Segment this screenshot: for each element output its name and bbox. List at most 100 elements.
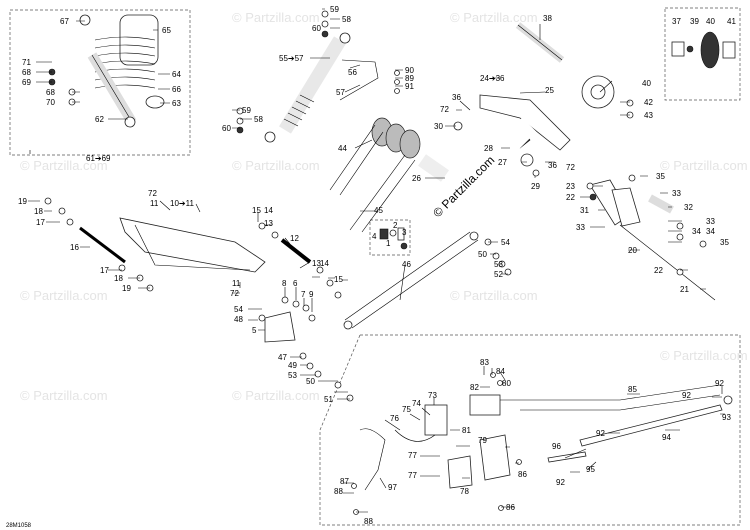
watermark-text: © Partzilla.com <box>450 10 538 25</box>
cross-shaft-rods <box>329 124 416 233</box>
label-71: 71 <box>22 58 31 67</box>
spring-adjuster[interactable] <box>145 95 165 109</box>
label-24-36: 24➔36 <box>480 74 505 83</box>
end-cap <box>723 395 733 405</box>
label-83: 83 <box>480 358 489 367</box>
washer <box>321 20 329 28</box>
label-79: 79 <box>478 436 487 445</box>
label-93: 93 <box>722 413 731 422</box>
bolt <box>626 99 634 107</box>
label-72c: 72 <box>148 189 157 198</box>
pivot-plate[interactable] <box>611 187 641 227</box>
shock-eyelet-top[interactable] <box>339 32 351 44</box>
rail-94[interactable] <box>579 404 723 447</box>
rear-arm[interactable] <box>479 94 571 151</box>
label-69: 69 <box>22 78 31 87</box>
label-64: 64 <box>172 70 181 79</box>
label-15a: 15 <box>252 206 261 215</box>
bolt <box>628 174 636 182</box>
bracket[interactable] <box>469 394 501 416</box>
bushing <box>379 228 389 240</box>
label-68b: 68 <box>46 88 55 97</box>
label-76: 76 <box>390 414 399 423</box>
label-28: 28 <box>484 144 493 153</box>
front-arm[interactable] <box>119 217 266 273</box>
label-77b: 77 <box>408 471 417 480</box>
brand-text: © Partzilla.com <box>430 153 497 220</box>
washer <box>532 169 540 177</box>
accessory-group-box <box>319 334 741 526</box>
label-22b: 22 <box>654 266 663 275</box>
label-58a: 58 <box>342 15 351 24</box>
label-70: 70 <box>46 98 55 107</box>
label-57: 57 <box>336 88 345 97</box>
harness[interactable] <box>359 428 436 491</box>
bracket-lower[interactable] <box>447 455 473 489</box>
accessory-assembly <box>351 372 733 515</box>
watermark-text: © Partzilla.com <box>660 348 748 363</box>
label-88b: 88 <box>364 517 373 526</box>
label-33c: 33 <box>706 217 715 226</box>
bolt <box>44 197 52 205</box>
idler-wheel-detail[interactable] <box>700 31 720 69</box>
label-17a: 17 <box>36 218 45 227</box>
mount-plate[interactable] <box>479 434 511 481</box>
cap[interactable] <box>722 41 736 59</box>
label-50b: 50 <box>478 250 487 259</box>
shock-eyelet[interactable] <box>124 116 136 128</box>
label-23: 23 <box>566 182 575 191</box>
idler-wheel[interactable] <box>399 129 421 159</box>
label-11a: 11 <box>150 199 159 208</box>
actuator[interactable] <box>424 404 448 436</box>
screw <box>497 380 503 386</box>
label-51: 51 <box>324 395 333 404</box>
shock-boot <box>283 94 315 127</box>
bolt <box>676 233 684 241</box>
linkage-plate[interactable] <box>264 311 296 343</box>
label-16: 16 <box>70 243 79 252</box>
label-95: 95 <box>586 465 595 474</box>
label-26: 26 <box>412 174 421 183</box>
label-35a: 35 <box>656 172 665 181</box>
screw <box>490 372 496 378</box>
label-67: 67 <box>60 17 69 26</box>
label-53b: 53 <box>494 260 503 269</box>
spring-stopper[interactable] <box>79 14 91 26</box>
label-43: 43 <box>644 111 653 120</box>
spacer-tube[interactable] <box>418 154 449 182</box>
front-arm-brace <box>134 224 251 271</box>
long-link-rods[interactable] <box>344 231 479 329</box>
rod-85[interactable] <box>500 384 721 411</box>
washer <box>271 231 279 239</box>
washer <box>326 279 334 287</box>
label-39: 39 <box>690 17 699 26</box>
bolt <box>314 370 322 378</box>
shock-reservoir[interactable] <box>119 14 159 66</box>
front-shock-body[interactable] <box>279 36 346 134</box>
shock-spring[interactable] <box>94 36 156 89</box>
label-97: 97 <box>388 483 397 492</box>
washer <box>676 268 684 276</box>
label-40a: 40 <box>706 17 715 26</box>
watermark-text: © Partzilla.com <box>450 288 538 303</box>
fitting <box>394 88 400 94</box>
bearing[interactable] <box>671 41 685 57</box>
label-60b: 60 <box>222 124 231 133</box>
pivot-shaft[interactable] <box>79 226 126 264</box>
screw <box>498 505 504 511</box>
pivot-block-lower[interactable] <box>520 153 534 167</box>
callout-labels: 67 65 64 66 63 71 68 69 68 70 62 61➔69 5… <box>18 5 736 526</box>
watermark-text: © Partzilla.com <box>232 388 320 403</box>
tie-rod[interactable] <box>619 224 716 301</box>
label-82: 82 <box>470 383 479 392</box>
shock-eyelet-bottom[interactable] <box>264 131 276 143</box>
label-53a: 53 <box>288 371 297 380</box>
label-84: 84 <box>496 367 505 376</box>
spacer-shaft[interactable] <box>280 238 312 264</box>
label-54b: 54 <box>501 238 510 247</box>
sleeve[interactable] <box>648 194 674 214</box>
label-42: 42 <box>644 98 653 107</box>
nut <box>308 314 316 322</box>
label-96: 96 <box>552 442 561 451</box>
label-65: 65 <box>162 26 171 35</box>
